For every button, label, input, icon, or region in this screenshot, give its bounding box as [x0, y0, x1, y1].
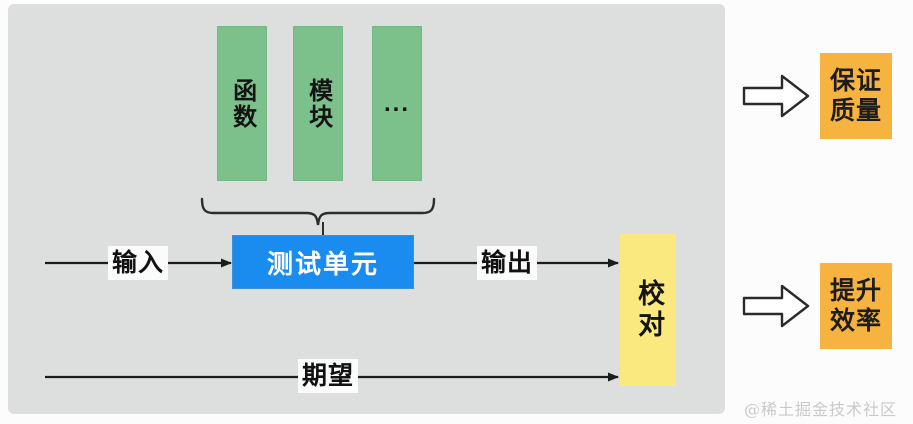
block-arrow-right-icon — [742, 284, 810, 328]
outcome-box-quality[interactable]: 保证 质量 — [820, 53, 892, 139]
outcome-box-efficiency-line1: 提升 — [829, 275, 882, 305]
block-arrow-right-icon — [742, 74, 810, 118]
checker-label: 校对 — [633, 279, 665, 341]
flow-label-output: 输出 — [477, 246, 538, 280]
test-unit-box[interactable]: 测试单元 — [232, 235, 414, 289]
flow-label-input: 输入 — [108, 246, 169, 280]
outcome-box-efficiency[interactable]: 提升 效率 — [820, 263, 892, 349]
outcome-box-quality-line1: 保证 — [829, 65, 882, 95]
flow-label-expect: 期望 — [298, 359, 359, 393]
diagram-panel — [8, 4, 725, 414]
watermark: @稀土掘金技术社区 — [744, 400, 898, 419]
component-bar-function-label: 函数 — [228, 77, 257, 130]
outcome-box-quality-line2: 质量 — [829, 96, 882, 125]
grouping-brace-icon — [200, 197, 436, 226]
outcome-box-efficiency-line2: 效率 — [829, 306, 882, 335]
component-bar-more-label: ... — [383, 89, 410, 117]
component-bar-module-label: 模块 — [304, 77, 333, 130]
test-unit-label: 测试单元 — [266, 249, 379, 280]
checker-box[interactable]: 校对 — [620, 234, 676, 386]
component-bar-function: 函数 — [217, 26, 267, 181]
component-bar-module: 模块 — [293, 26, 343, 181]
component-bar-more: ... — [372, 26, 422, 181]
